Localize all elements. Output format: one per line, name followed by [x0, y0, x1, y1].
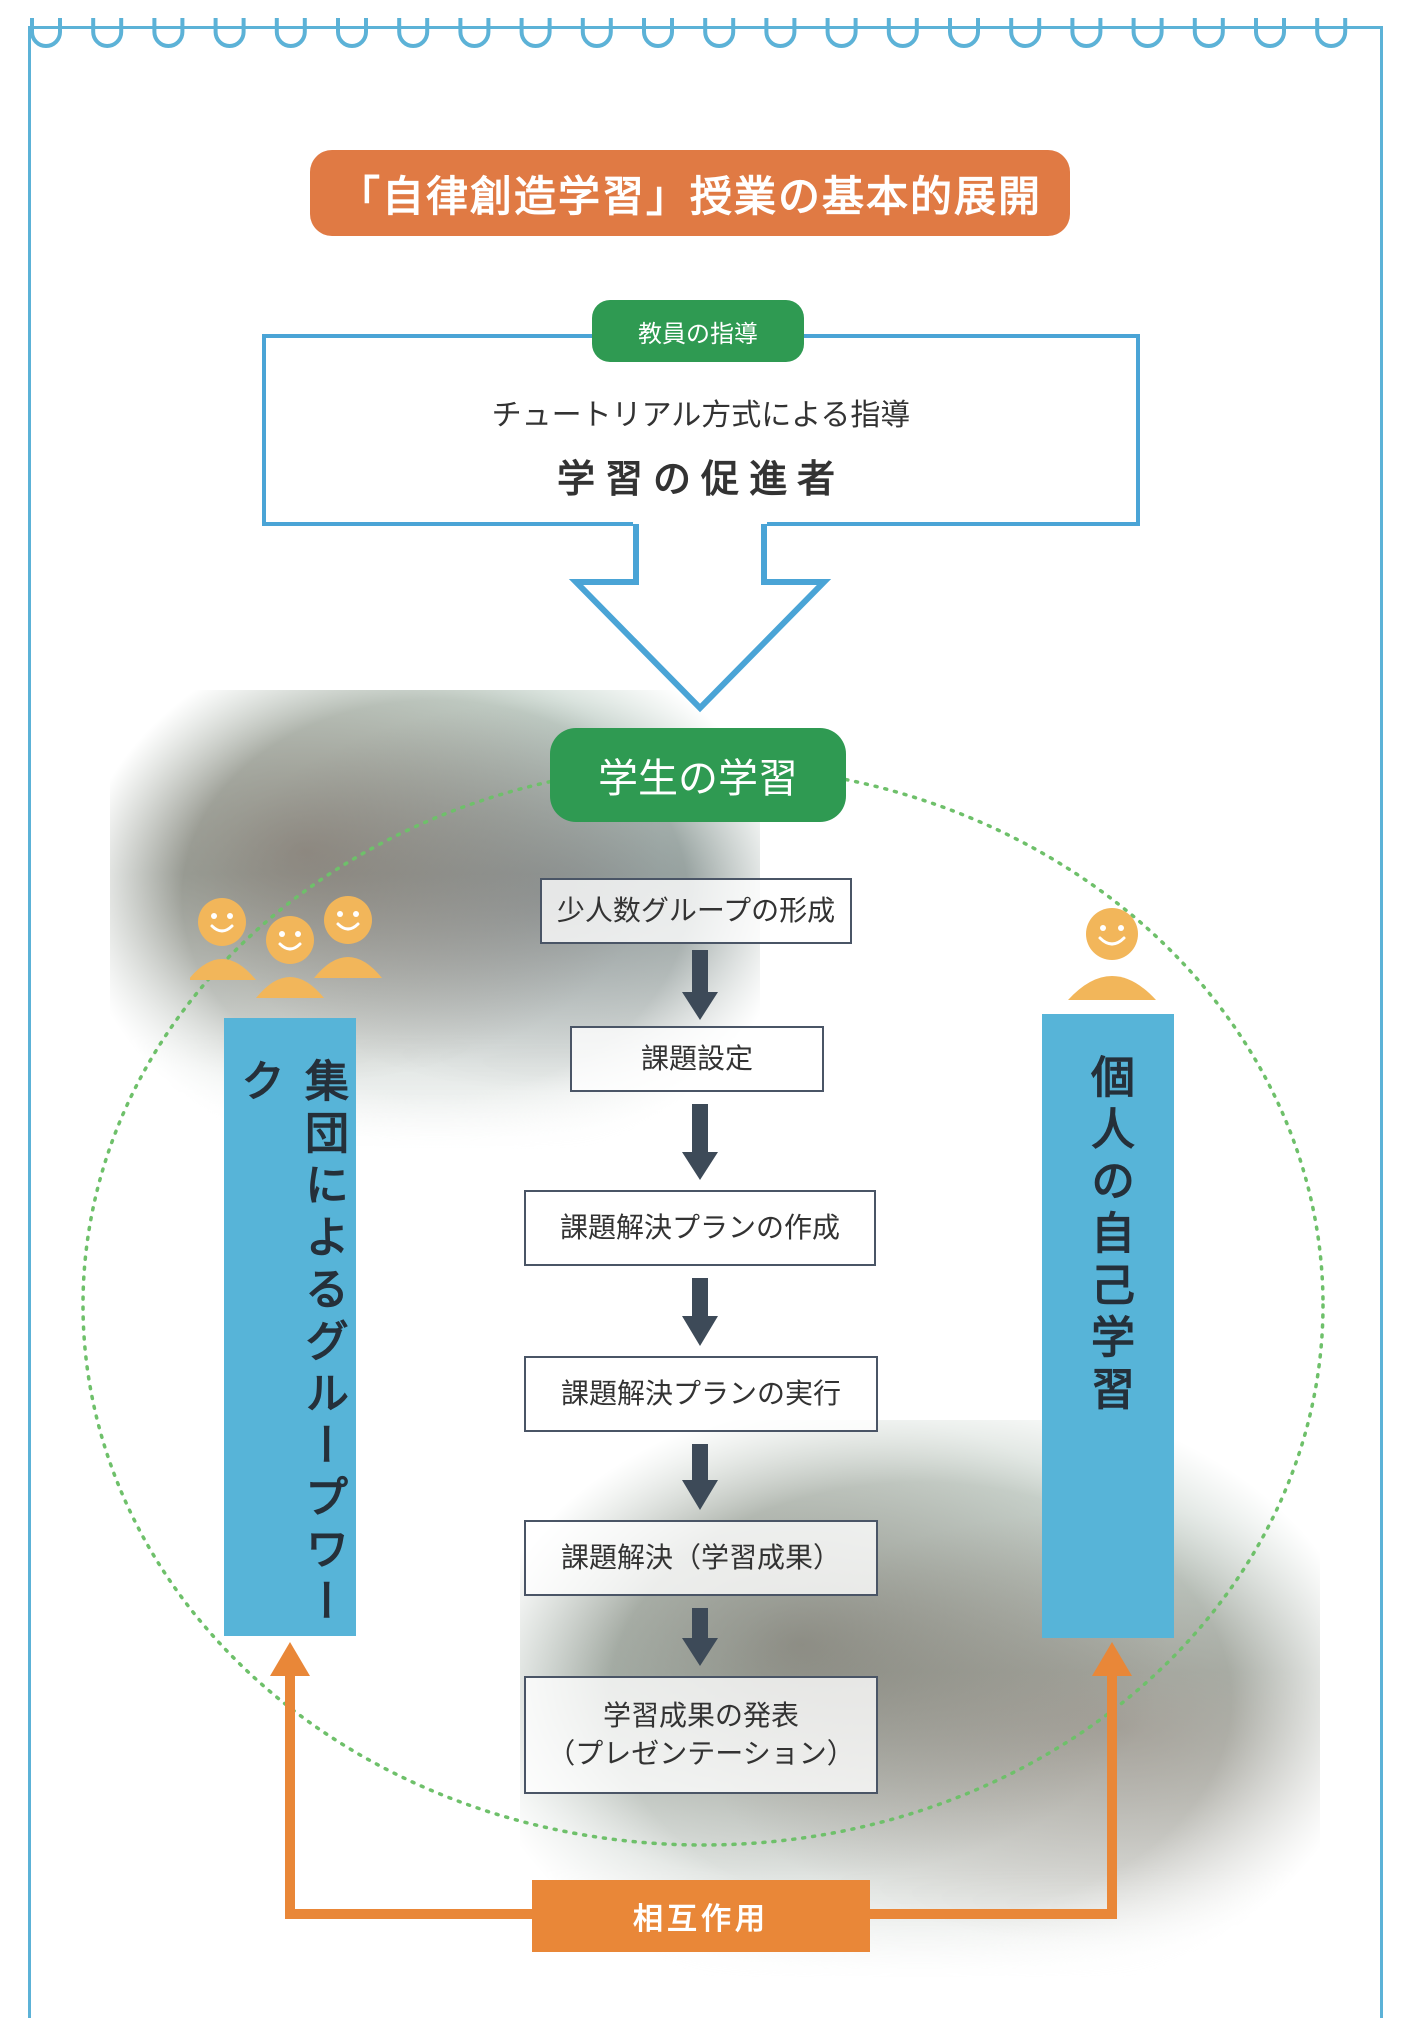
- step-presentation: 学習成果の発表 （プレゼンテーション）: [524, 1676, 878, 1794]
- binding-ring-icon: [152, 18, 185, 48]
- down-arrow-icon: [568, 520, 832, 713]
- step-arrow-icon: [682, 1444, 718, 1510]
- binding-ring-icon: [30, 18, 62, 48]
- group-work-label: 集団によるグループワーク: [233, 1058, 348, 1630]
- step-arrow-icon: [682, 1278, 718, 1346]
- step-group-formation: 少人数グループの形成: [540, 878, 852, 944]
- step-arrow-icon: [682, 1608, 718, 1666]
- binding-ring-icon: [764, 18, 797, 48]
- binding-ring-icon: [948, 18, 980, 48]
- step-plan-execution: 課題解決プランの実行: [524, 1356, 878, 1432]
- self-study-bar: 個人の自己学習: [1042, 1014, 1174, 1638]
- binding-ring-icon: [1131, 18, 1164, 48]
- binding-ring-icon: [1315, 18, 1348, 48]
- teacher-guidance-subtitle: チュートリアル方式による指導: [491, 398, 911, 433]
- binding-ring-icon: [1070, 18, 1103, 48]
- step-task-solution: 課題解決（学習成果）: [524, 1520, 878, 1596]
- binding-ring-icon: [274, 18, 307, 48]
- binding-ring-icon: [1009, 18, 1042, 48]
- binding-ring-icon: [886, 18, 919, 48]
- teacher-guidance-main: 学習の促進者: [556, 457, 845, 501]
- spiral-rings: [30, 18, 1348, 48]
- step-arrow-icon: [682, 1104, 718, 1180]
- binding-ring-icon: [397, 18, 430, 48]
- binding-ring-icon: [642, 18, 674, 48]
- step-task-setting: 課題設定: [570, 1026, 824, 1092]
- binding-ring-icon: [91, 18, 124, 48]
- page-title: 「自律創造学習」授業の基本的展開: [310, 150, 1070, 236]
- interaction-label: 相互作用: [532, 1880, 870, 1952]
- group-work-bar: 集団によるグループワーク: [224, 1018, 356, 1636]
- arrow-up-icon: [270, 1642, 310, 1676]
- binding-ring-icon: [336, 18, 368, 48]
- teacher-guidance-badge: 教員の指導: [592, 300, 804, 362]
- arrow-up-icon: [1092, 1642, 1132, 1676]
- student-learning-badge: 学生の学習: [550, 728, 846, 822]
- binding-ring-icon: [519, 18, 552, 48]
- binding-ring-icon: [580, 18, 613, 48]
- group-people-icon: [190, 896, 382, 998]
- self-study-label: 個人の自己学習: [1083, 1054, 1134, 1418]
- binding-ring-icon: [1192, 18, 1225, 48]
- binding-ring-icon: [703, 18, 736, 48]
- binding-ring-icon: [1254, 18, 1286, 48]
- step-plan-creation: 課題解決プランの作成: [524, 1190, 876, 1266]
- binding-ring-icon: [458, 18, 491, 48]
- binding-ring-icon: [825, 18, 858, 48]
- binding-ring-icon: [213, 18, 246, 48]
- step-arrow-icon: [682, 950, 718, 1020]
- individual-person-icon: [1068, 908, 1156, 1000]
